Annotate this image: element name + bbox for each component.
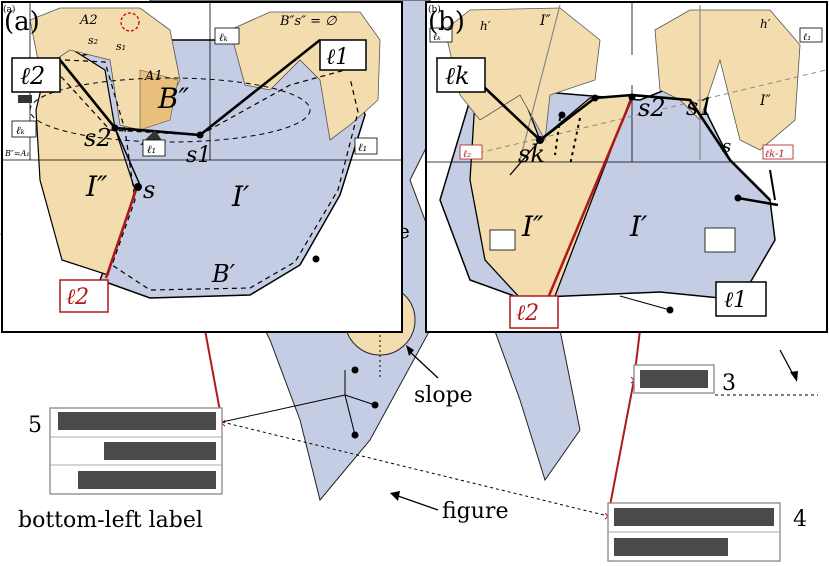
panel-b-lk-label: ℓk bbox=[445, 62, 470, 90]
red-leader-right bbox=[607, 329, 641, 517]
panel-b-l2: ℓ2 bbox=[516, 301, 539, 326]
red-leader-left bbox=[204, 329, 223, 423]
panel-b-red-edge bbox=[546, 97, 634, 299]
panel-a-l2-bottom: ℓ2 bbox=[66, 285, 89, 310]
svg-text:ℓ₁: ℓ₁ bbox=[803, 32, 811, 43]
svg-text:ℓₖ: ℓₖ bbox=[219, 31, 228, 44]
panel-b-l2-box bbox=[509, 295, 559, 329]
svg-text:ℓₖ: ℓₖ bbox=[433, 32, 441, 43]
svg-text:I″: I″ bbox=[539, 13, 552, 29]
svg-text:B″=A₁: B″=A₁ bbox=[4, 149, 30, 158]
panel-a-Id: I′ bbox=[231, 180, 250, 213]
panel-a-Idd: I″ bbox=[85, 170, 108, 203]
panel-b-small-s: s bbox=[722, 136, 731, 157]
label-box-3 bbox=[633, 364, 715, 394]
panel-b-l1: ℓ1 bbox=[724, 288, 747, 313]
panel-a-s2: s2 bbox=[84, 124, 112, 152]
panel-a-l1-box bbox=[319, 39, 367, 71]
panel-b-Id: I′ bbox=[629, 210, 648, 243]
panel-b-mini-tan-left bbox=[444, 7, 601, 142]
panel-a-l2-box bbox=[11, 57, 61, 93]
svg-text:h′: h′ bbox=[760, 17, 771, 31]
svg-text:ℓ₁: ℓ₁ bbox=[147, 143, 156, 156]
panel-a: (a) A2 A1 B″s″ = ∅ s₂ s₁ s₃ ℓₖ ℓₖ ℓ₁ ℓ₁ … bbox=[1, 1, 403, 333]
slope-leader bbox=[407, 349, 439, 379]
label-box-4 bbox=[607, 502, 781, 562]
num-3: 3 bbox=[722, 371, 736, 396]
slope-label: slope bbox=[414, 383, 473, 408]
panel-b-l1-box bbox=[715, 281, 767, 317]
panel-b-s1: s1 bbox=[686, 93, 714, 121]
panel-b-s2: s2 bbox=[638, 94, 666, 122]
num-5: 5 bbox=[28, 413, 42, 438]
svg-text:s₁: s₁ bbox=[116, 40, 126, 53]
svg-text:I″: I″ bbox=[759, 93, 772, 109]
figure-leader bbox=[397, 495, 439, 511]
panel-b-lk1: ℓk-1 bbox=[765, 149, 785, 160]
panel-b-sk: sk bbox=[518, 140, 545, 168]
svg-text:A1: A1 bbox=[144, 69, 163, 84]
panel-a-Bd: B′ bbox=[211, 260, 236, 288]
svg-text:ℓ₂: ℓ₂ bbox=[463, 149, 471, 160]
panel-b-Idd: I″ bbox=[521, 210, 544, 243]
panel-a-s: s bbox=[143, 176, 155, 204]
num-4: 4 bbox=[793, 507, 807, 532]
svg-text:B″s″ = ∅: B″s″ = ∅ bbox=[279, 14, 337, 29]
panel-a-l2-bottom-box bbox=[59, 279, 109, 313]
panel-b: (b) h′ h′ I″ I″ ℓₖ ℓ₁ ℓ₂ ℓk-1 s ℓk sk s2… bbox=[425, 1, 828, 333]
svg-text:h′: h′ bbox=[480, 19, 491, 33]
panel-a-tag: (a) bbox=[4, 7, 40, 37]
svg-text:ℓ₁: ℓ₁ bbox=[358, 141, 367, 154]
label-box-5 bbox=[49, 407, 223, 495]
panel-b-tag: (b) bbox=[428, 7, 465, 37]
panel-a-l1-label: ℓ1 bbox=[326, 45, 349, 70]
svg-text:s₂: s₂ bbox=[88, 34, 98, 47]
svg-text:(a): (a) bbox=[3, 4, 15, 15]
svg-text:A2: A2 bbox=[79, 13, 98, 28]
panel-b-lk-box bbox=[436, 57, 486, 93]
fragment-e: e bbox=[398, 219, 410, 243]
figure-label: figure bbox=[442, 499, 508, 524]
panel-a-Bdd: B″ bbox=[157, 82, 190, 115]
panel-a-s1: s1 bbox=[186, 143, 211, 168]
panel-a-l2-label: ℓ2 bbox=[20, 62, 45, 90]
bottom-left-label: bottom-left label bbox=[18, 508, 203, 533]
panel-a-red-edge bbox=[104, 186, 139, 279]
svg-text:ℓₖ: ℓₖ bbox=[16, 124, 25, 137]
svg-text:(b): (b) bbox=[428, 4, 441, 15]
panel-a-chain bbox=[58, 38, 321, 137]
